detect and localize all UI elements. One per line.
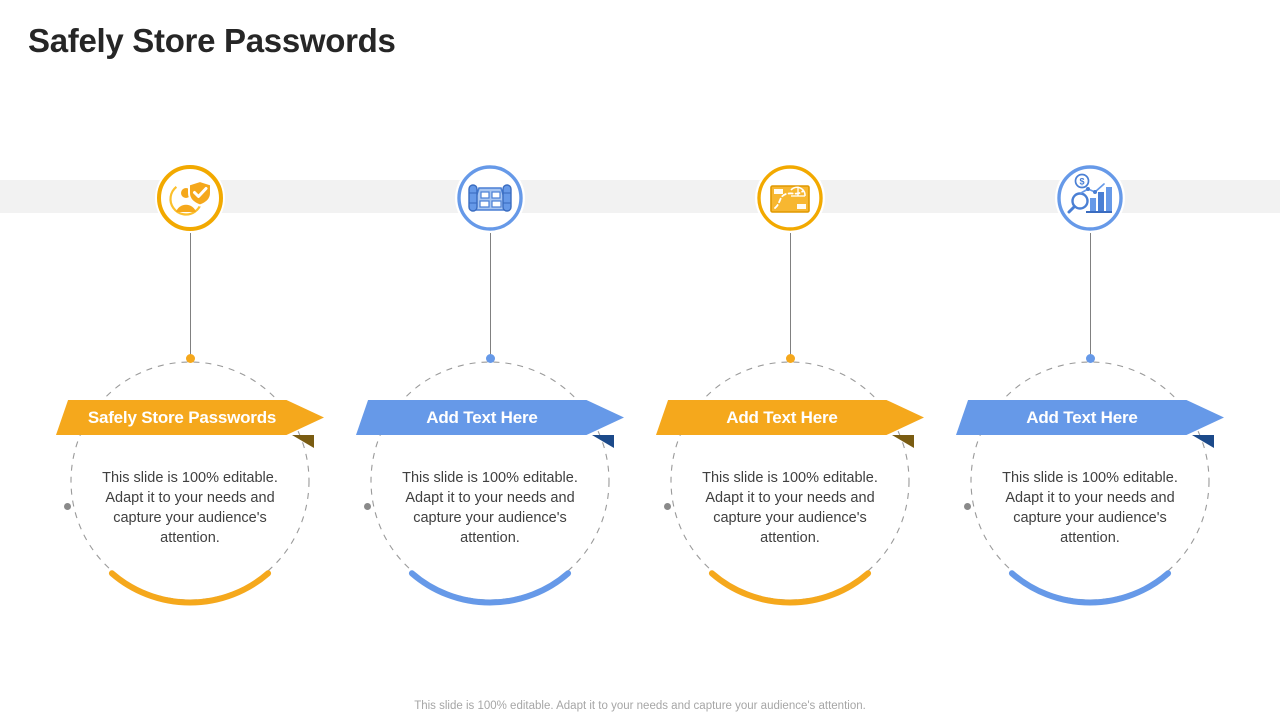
body-text-4: This slide is 100% editable. Adapt it to…: [1002, 470, 1178, 546]
infographic-column-4[interactable]: $ Add Text Here This slide is 100% edita…: [940, 0, 1240, 660]
banner-3[interactable]: Add Text Here: [656, 400, 924, 448]
banner-shape-3: [656, 400, 924, 435]
banner-label-4: Add Text Here: [1026, 408, 1138, 427]
connector-line-4: [1090, 233, 1091, 358]
side-dot-1: [64, 503, 71, 510]
infographic-column-2[interactable]: Add Text Here This slide is 100% editabl…: [340, 0, 640, 660]
side-dot-3: [664, 503, 671, 510]
route-map-icon[interactable]: [755, 163, 825, 233]
banner-shape-1: [56, 400, 324, 435]
banner-label-3: Add Text Here: [726, 408, 838, 427]
banner-1[interactable]: Safely Store Passwords: [56, 400, 324, 448]
connector-dot-3: [786, 354, 795, 363]
body-text-3: This slide is 100% editable. Adapt it to…: [702, 470, 878, 546]
dashed-circle-3: [667, 358, 913, 606]
body-text-2: This slide is 100% editable. Adapt it to…: [402, 470, 578, 546]
dashed-circle-1: [67, 358, 313, 606]
side-dot-2: [364, 503, 371, 510]
banner-label-1: Safely Store Passwords: [87, 408, 277, 427]
banner-2[interactable]: Add Text Here: [356, 400, 624, 448]
connector-dot-2: [486, 354, 495, 363]
user-shield-icon[interactable]: [155, 163, 225, 233]
page-title: Safely Store Passwords: [28, 22, 396, 59]
banner-4[interactable]: Add Text Here: [956, 400, 1224, 448]
infographic-column-3[interactable]: Add Text Here This slide is 100% editabl…: [640, 0, 940, 660]
dashed-circle-4: [967, 358, 1213, 606]
connector-dot-4: [1086, 354, 1095, 363]
banner-shape-2: [356, 400, 624, 435]
connector-line-3: [790, 233, 791, 358]
connector-line-2: [490, 233, 491, 358]
connector-line-1: [190, 233, 191, 358]
banner-label-2: Add Text Here: [426, 408, 538, 427]
body-text-1: This slide is 100% editable. Adapt it to…: [102, 470, 278, 546]
connector-dot-1: [186, 354, 195, 363]
svg-text:$: $: [1079, 177, 1084, 187]
footer-note: This slide is 100% editable. Adapt it to…: [414, 700, 866, 712]
banner-shape-4: [956, 400, 1224, 435]
side-dot-4: [964, 503, 971, 510]
infographic-column-1[interactable]: Safely Store Passwords This slide is 100…: [40, 0, 340, 660]
financial-analysis-icon[interactable]: $: [1055, 163, 1125, 233]
dashed-circle-2: [367, 358, 613, 606]
blueprint-plan-icon[interactable]: [455, 163, 525, 233]
